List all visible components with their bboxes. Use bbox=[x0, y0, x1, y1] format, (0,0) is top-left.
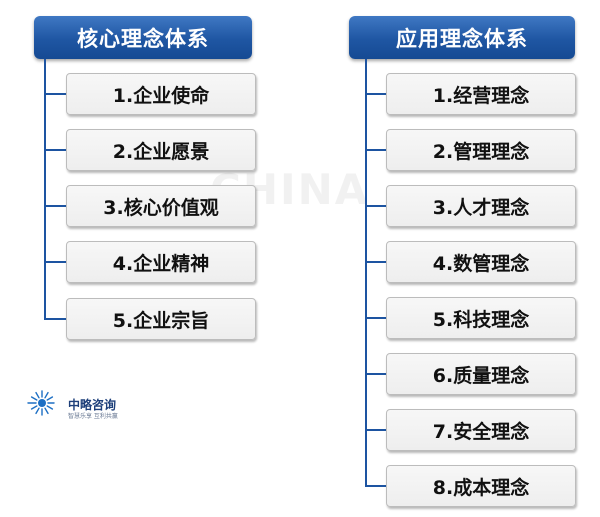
applied-item-label: 3.人才理念 bbox=[432, 196, 530, 219]
core-item-label: 2.企业愿景 bbox=[112, 140, 210, 163]
applied-item-talent: 3.人才理念 bbox=[386, 185, 576, 227]
applied-item-safety: 7.安全理念 bbox=[386, 409, 576, 451]
core-item-values: 3.核心价值观 bbox=[66, 185, 256, 227]
applied-item-business: 1.经营理念 bbox=[386, 73, 576, 115]
right-connector-branch bbox=[365, 317, 386, 319]
right-connector-branch bbox=[365, 485, 386, 487]
right-connector-branch bbox=[365, 205, 386, 207]
applied-item-label: 4.数管理念 bbox=[432, 252, 530, 275]
applied-philosophy-title: 应用理念体系 bbox=[396, 26, 528, 51]
core-item-vision: 2.企业愿景 bbox=[66, 129, 256, 171]
applied-item-label: 1.经营理念 bbox=[432, 84, 530, 107]
applied-philosophy-header: 应用理念体系 bbox=[349, 16, 575, 59]
applied-item-technology: 5.科技理念 bbox=[386, 297, 576, 339]
applied-item-data-management: 4.数管理念 bbox=[386, 241, 576, 283]
applied-item-label: 8.成本理念 bbox=[432, 476, 530, 499]
right-connector-branch bbox=[365, 93, 386, 95]
core-item-label: 5.企业宗旨 bbox=[112, 309, 210, 332]
right-connector-branch bbox=[365, 373, 386, 375]
company-logo-name: 中略咨询 bbox=[68, 398, 117, 412]
core-item-label: 4.企业精神 bbox=[112, 252, 210, 275]
applied-item-cost: 8.成本理念 bbox=[386, 465, 576, 507]
applied-item-label: 6.质量理念 bbox=[432, 364, 530, 387]
right-connector-branch bbox=[365, 149, 386, 151]
left-connector-branch bbox=[44, 318, 66, 320]
left-connector-branch bbox=[44, 93, 66, 95]
left-connector-branch bbox=[44, 205, 66, 207]
left-connector-branch bbox=[44, 149, 66, 151]
applied-item-label: 2.管理理念 bbox=[432, 140, 530, 163]
right-connector-branch bbox=[365, 429, 386, 431]
applied-item-management: 2.管理理念 bbox=[386, 129, 576, 171]
core-item-label: 1.企业使命 bbox=[112, 84, 210, 107]
applied-item-label: 7.安全理念 bbox=[432, 420, 530, 443]
left-connector-vertical bbox=[44, 59, 46, 320]
right-connector-branch bbox=[365, 261, 386, 263]
applied-item-quality: 6.质量理念 bbox=[386, 353, 576, 395]
core-philosophy-title: 核心理念体系 bbox=[77, 26, 209, 51]
core-item-label: 3.核心价值观 bbox=[103, 196, 219, 219]
core-item-purpose: 5.企业宗旨 bbox=[66, 298, 256, 340]
core-item-spirit: 4.企业精神 bbox=[66, 241, 256, 283]
company-logo-icon bbox=[27, 390, 55, 416]
left-connector-branch bbox=[44, 261, 66, 263]
applied-item-label: 5.科技理念 bbox=[432, 308, 530, 331]
right-connector-vertical bbox=[365, 59, 367, 487]
core-philosophy-header: 核心理念体系 bbox=[34, 16, 252, 59]
company-logo-tagline: 智慧乐享 互利共赢 bbox=[68, 413, 118, 420]
core-item-mission: 1.企业使命 bbox=[66, 73, 256, 115]
